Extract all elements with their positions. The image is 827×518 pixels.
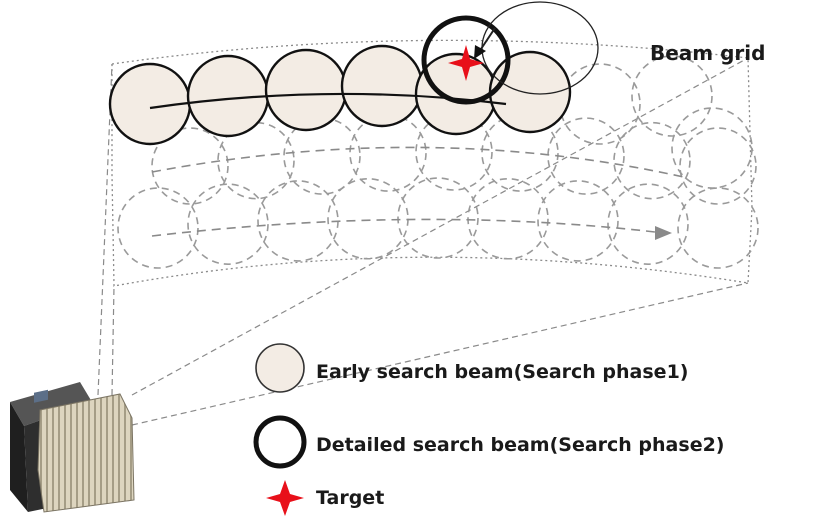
radar-array-face	[37, 393, 135, 513]
dashed-beam-circle	[613, 121, 691, 200]
legend-target-icon	[266, 480, 304, 516]
dashed-beam-circle	[559, 63, 641, 145]
legend-detailed-beam-icon	[253, 415, 307, 469]
dashed-beam-circle	[631, 55, 713, 137]
legend-early-label: Early search beam(Search phase1)	[316, 361, 688, 383]
early-search-beams	[108, 44, 572, 146]
dashed-beam-circle	[677, 187, 759, 269]
dashed-beam-circle	[217, 121, 295, 200]
dashed-beam-circle	[481, 114, 559, 192]
dashed-beam-circle	[547, 117, 625, 195]
early-search-beam-circle	[264, 48, 348, 132]
early-search-beam-circle	[414, 52, 498, 136]
dashed-beam-circle	[397, 177, 479, 259]
dashed-beam-circle	[257, 180, 339, 262]
legend-detailed-label: Detailed search beam(Search phase2)	[316, 434, 724, 456]
dashed-beam-circle	[327, 177, 409, 260]
dashed-beam-circle	[151, 127, 229, 205]
legend: Early search beam(Search phase1) Detaile…	[253, 343, 724, 516]
dashed-beam-circle	[117, 187, 199, 269]
dashed-beam-circle	[349, 114, 427, 192]
dashed-beam-circle	[283, 117, 361, 195]
dashed-beam-circle	[187, 183, 269, 265]
detailed-search-beam	[421, 15, 511, 105]
projection-lines	[97, 57, 749, 426]
beam-grid-surface	[111, 39, 753, 287]
scan-path	[151, 146, 689, 237]
legend-early-beam-icon	[255, 343, 305, 393]
dashed-beam-circle	[415, 113, 493, 191]
dashed-beam-circle	[537, 180, 619, 262]
focus-arrowhead	[474, 45, 486, 59]
beam-grid-label: Beam grid	[650, 41, 765, 65]
dashed-beam-circle	[467, 177, 549, 260]
dashed-beam-circle	[607, 183, 689, 265]
dashed-beam-circle	[679, 127, 757, 205]
target-star-icon	[448, 45, 484, 81]
legend-target-label: Target	[316, 487, 384, 509]
radar-device	[10, 382, 135, 513]
scan-path-arrowhead	[655, 226, 672, 240]
early-search-beam-circle	[340, 44, 424, 128]
focus-arrow-line	[478, 27, 496, 53]
